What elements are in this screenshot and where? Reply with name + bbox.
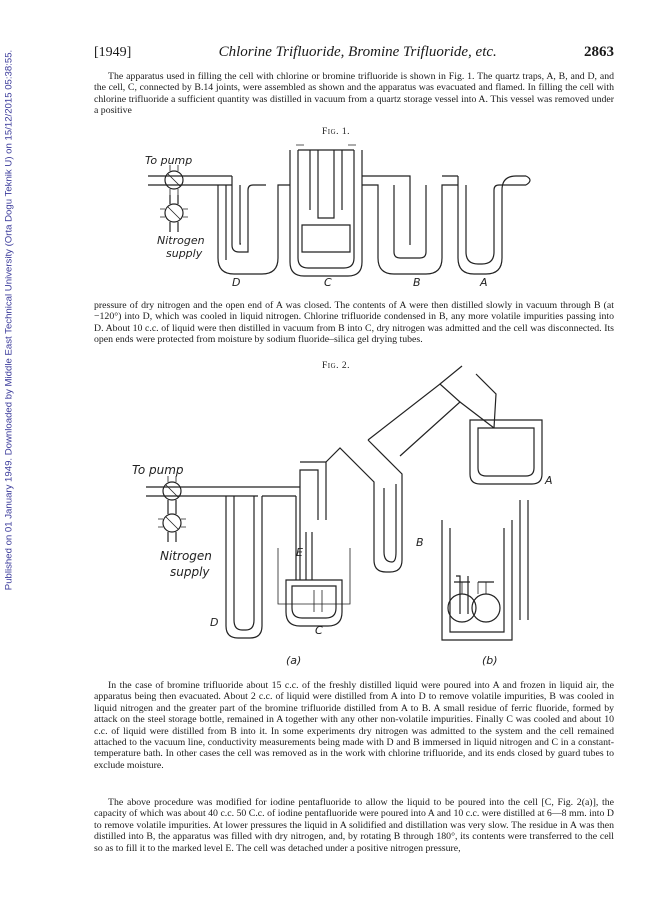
fig2-label-A: A — [544, 474, 553, 487]
fig2-label-D: D — [210, 616, 218, 629]
fig1-label-D: D — [232, 276, 240, 289]
fig1-label-B: B — [413, 276, 421, 289]
fig1-label-supply: supply — [166, 247, 203, 260]
page-number: 2863 — [584, 44, 614, 60]
fig2b-apparatus — [441, 500, 529, 641]
fig2-caption: Fig. 2. — [321, 361, 351, 371]
fig2-label-a: (a) — [286, 654, 301, 667]
fig2-label-pump: To pump — [132, 463, 184, 477]
fig1-apparatus — [148, 144, 531, 277]
fig2a-apparatus — [146, 365, 543, 639]
fig2-label-b: (b) — [482, 654, 498, 667]
journal-year: [1949] — [94, 45, 132, 60]
download-notice: Published on 01 January 1949. Downloaded… — [2, 40, 16, 600]
page-header: [1949] Chlorine Trifluoride, Bromine Tri… — [94, 44, 614, 64]
fig2-label-E: E — [296, 546, 303, 559]
paragraph-4: The above procedure was modified for iod… — [94, 797, 614, 854]
fig2-label-nitrogen: Nitrogen — [160, 549, 212, 563]
running-title: Chlorine Trifluoride, Bromine Trifluorid… — [218, 44, 497, 60]
paragraph-3: In the case of bromine trifluoride about… — [94, 680, 614, 771]
fig1-label-A: A — [479, 276, 488, 289]
fig1-label-C: C — [324, 276, 332, 289]
paragraph-2: pressure of dry nitrogen and the open en… — [94, 300, 614, 346]
fig2-label-supply: supply — [170, 565, 210, 579]
paragraph-1: The apparatus used in filling the cell w… — [94, 71, 614, 117]
fig2-label-B: B — [416, 536, 424, 549]
fig1-label-nitrogen: Nitrogen — [157, 234, 205, 247]
fig1-label-pump: To pump — [145, 154, 192, 167]
fig2-label-C: C — [315, 624, 323, 637]
fig1-caption: Fig. 1. — [321, 127, 351, 137]
